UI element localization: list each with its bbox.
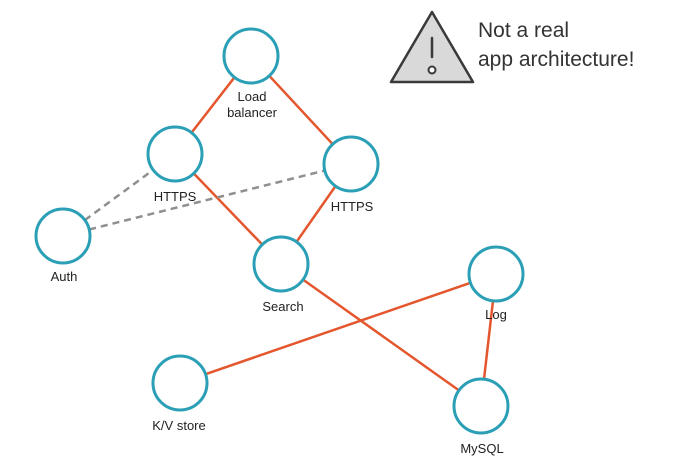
node-label-line: balancer [227,105,278,120]
node-label-log: Log [485,307,507,322]
node-mysql: MySQL [452,377,510,456]
edge-log-to-mysql [482,300,495,380]
node-circle-search [252,235,310,293]
node-circle-https-right [322,135,380,193]
node-circle-mysql [452,377,510,435]
node-label-https-left: HTTPS [154,189,197,204]
edge-kv-store-to-log [205,281,471,376]
node-kv-store: K/V store [151,354,209,433]
node-circle-kv-store [151,354,209,412]
node-label-line: Search [262,299,303,314]
notice-line-1: Not a real [478,19,569,42]
edges-layer [84,74,495,392]
node-circle-auth [34,207,92,265]
node-label-line: HTTPS [154,189,197,204]
edge-auth-to-https-right [88,169,326,231]
node-https-left: HTTPS [146,125,204,204]
node-label-kv-store: K/V store [152,418,205,433]
node-label-https-right: HTTPS [331,199,374,214]
node-log: Log [467,245,525,322]
node-circle-log [467,245,525,303]
edge-load-balancer-to-https-left [190,76,236,134]
node-label-line: MySQL [460,441,503,456]
node-label-line: Auth [51,269,78,284]
edge-load-balancer-to-https-right [268,74,334,146]
edge-https-left-to-search [192,172,264,246]
edge-search-to-mysql [302,278,460,392]
node-label-line: Load [238,89,267,104]
node-label-auth: Auth [51,269,78,284]
node-search: Search [252,235,310,314]
node-label-search: Search [262,299,303,314]
warning-notice: Not a real app architecture! [389,10,634,84]
edge-auth-to-https-left [84,168,154,222]
node-label-line: Log [485,307,507,322]
edge-https-right-to-search [295,185,337,243]
node-https-right: HTTPS [322,135,380,214]
node-circle-https-left [146,125,204,183]
warning-triangle-icon [389,10,475,84]
notice-line-2: app architecture! [478,48,634,71]
node-label-mysql: MySQL [460,441,503,456]
node-label-line: HTTPS [331,199,374,214]
node-auth: Auth [34,207,92,284]
node-circle-load-balancer [222,27,280,85]
node-label-line: K/V store [152,418,205,433]
